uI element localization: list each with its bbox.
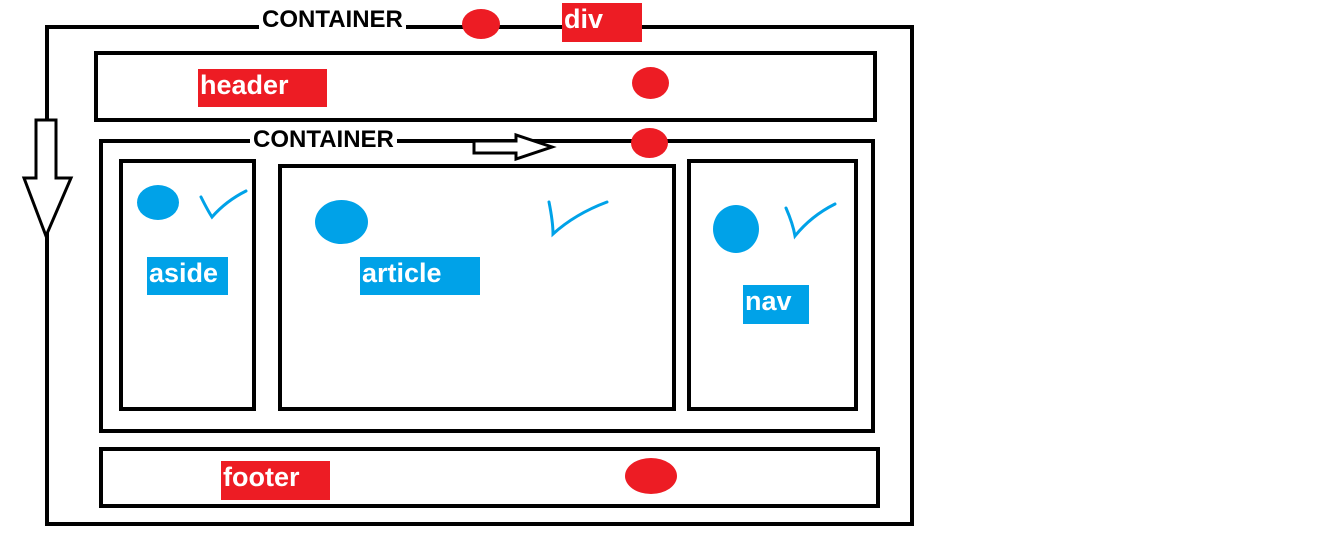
article-label: article (360, 257, 480, 295)
arrow-right-icon (472, 132, 557, 162)
aside-box (119, 159, 256, 411)
footer-red-dot-icon (625, 458, 677, 494)
header-box (94, 51, 877, 122)
outer-red-dot-icon (462, 9, 500, 39)
inner-red-dot-icon (631, 128, 668, 158)
nav-box (687, 159, 858, 411)
footer-label: footer (221, 461, 330, 500)
article-blue-dot-icon (315, 200, 368, 244)
article-box (278, 164, 676, 411)
nav-label: nav (743, 285, 809, 324)
div-label: div (562, 3, 642, 42)
inner-container-caption: CONTAINER (250, 128, 397, 152)
aside-blue-dot-icon (137, 185, 179, 220)
arrow-down-icon (21, 118, 74, 240)
nav-blue-dot-icon (713, 205, 759, 253)
aside-check-mark-icon (199, 189, 248, 220)
header-red-dot-icon (632, 67, 669, 99)
header-label: header (198, 69, 327, 107)
nav-check-mark-icon (784, 202, 837, 240)
footer-box (99, 447, 880, 508)
outer-container-caption: CONTAINER (259, 8, 406, 32)
article-check-mark-icon (547, 200, 609, 238)
aside-label: aside (147, 257, 228, 295)
